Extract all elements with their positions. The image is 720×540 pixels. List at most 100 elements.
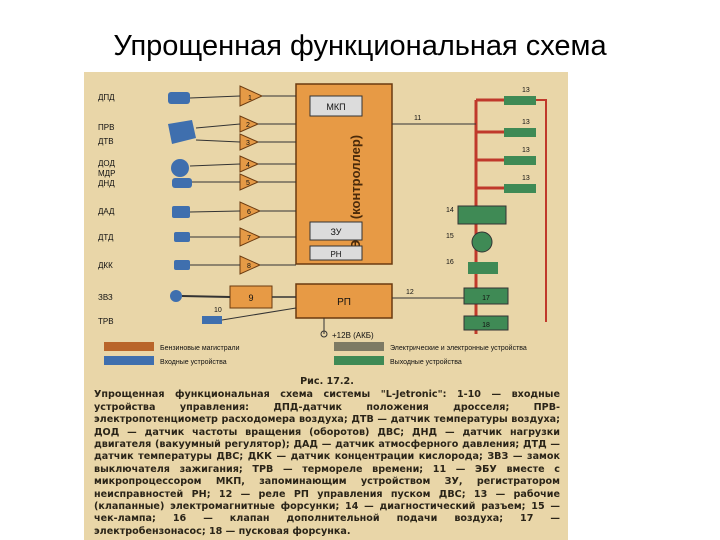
output-number: 17 — [482, 295, 490, 302]
channel-number: 2 — [246, 122, 250, 129]
signal-wire — [189, 163, 241, 167]
fuel-pump: 17 — [463, 287, 509, 305]
sensor-row: ДАД 6 — [98, 201, 296, 221]
sensor-icon — [174, 260, 190, 270]
legend-text: Электрические и электронные устройства — [390, 344, 527, 352]
injector: 13 — [504, 87, 536, 105]
channel-number: 4 — [246, 162, 250, 169]
signal-wire — [195, 123, 241, 129]
fuel-pump-icon — [463, 287, 509, 305]
rn-label: РН — [330, 250, 341, 259]
signal-wire — [181, 295, 231, 298]
signal-wire — [221, 307, 297, 321]
load-sensor-icon — [172, 178, 192, 188]
channel-number: 10 — [214, 307, 222, 314]
injector-icon — [504, 184, 536, 193]
output-number: 12 — [406, 289, 414, 296]
diagnostic-connector-icon — [457, 205, 507, 225]
sensor-label: ДПД — [98, 93, 115, 102]
controller-label: ЭБУ (контроллер) — [348, 135, 363, 249]
zu-label: ЗУ — [330, 227, 341, 237]
output-number: 18 — [482, 322, 490, 329]
sensor-row: ПРВ ДТВ 2 3 — [98, 115, 296, 151]
rn-block — [309, 245, 363, 261]
mkp-block — [309, 95, 363, 117]
injector-icon — [504, 128, 536, 137]
signal-wire — [195, 139, 241, 143]
sensor-label: ТРВ — [98, 317, 114, 326]
injector: 13 — [504, 147, 536, 165]
legend-text: Бензиновые магистрали — [160, 345, 240, 352]
battery-label: +12В (АКБ) — [332, 331, 374, 340]
legend-text: Входные устройства — [160, 358, 227, 366]
airflow-meter-icon — [168, 120, 196, 144]
zu-block — [309, 221, 363, 241]
signal-wire — [189, 210, 241, 213]
sensor-label: ЗВЗ — [98, 293, 113, 302]
channel-number: 5 — [246, 180, 250, 187]
zvz-relay-channel: 9 — [248, 293, 253, 303]
channel-number: 6 — [247, 209, 251, 216]
injector: 13 — [504, 119, 536, 137]
sensor-row: ДКК 8 — [98, 255, 296, 275]
sensor-row: ДТД 7 — [98, 227, 296, 247]
diagram-figure: МКП ЭБУ (контроллер) ЗУ РН РП 9 ДПД 1 ПР… — [84, 72, 568, 540]
channel-number: 1 — [248, 95, 252, 102]
legend-swatch — [104, 342, 154, 351]
injector-icon — [504, 156, 536, 165]
legend-text: Выходные устройства — [390, 358, 462, 366]
sensor-label: МДР — [98, 169, 115, 178]
check-lamp: 15 — [446, 231, 493, 253]
caption-title: Рис. 17.2. — [300, 376, 354, 387]
sensor-label: ДАД — [98, 207, 115, 216]
output-number: 13 — [522, 87, 530, 94]
mkp-label: МКП — [326, 102, 345, 112]
output-number: 15 — [446, 233, 454, 240]
sensor-row: ДОД МДР ДНД 4 5 — [98, 155, 296, 191]
output-number: 11 — [414, 115, 421, 122]
sensor-label: ДНД — [98, 179, 115, 188]
time-relay-icon — [202, 316, 222, 324]
start-injector: 18 — [463, 315, 509, 331]
functional-diagram: МКП ЭБУ (контроллер) ЗУ РН РП 9 ДПД 1 ПР… — [98, 83, 547, 366]
output-number: 14 — [446, 207, 454, 214]
slide-title: Упрощенная функциональная схема — [113, 30, 607, 62]
sensor-row: ДПД 1 — [98, 85, 296, 107]
sensor-label: ПРВ — [98, 123, 114, 132]
air-valve: 16 — [446, 259, 498, 274]
sensor-label: ДОД — [98, 159, 115, 168]
sensor-icon — [168, 92, 190, 104]
caption-body: Упрощенная функциональная схема системы … — [94, 389, 560, 537]
channel-number: 8 — [247, 263, 251, 270]
sensor-label: ДТВ — [98, 137, 114, 146]
start-injector-icon — [463, 315, 509, 331]
rp-block — [295, 283, 393, 319]
output-number: 16 — [446, 259, 454, 266]
output-number: 13 — [522, 119, 530, 126]
channel-number: 7 — [247, 235, 251, 242]
sensor-icon — [172, 206, 190, 218]
sensor-row: ЗВЗ — [98, 290, 231, 302]
output-number: 13 — [522, 147, 530, 154]
legend-swatch — [104, 356, 154, 365]
diagnostic-connector: 14 — [446, 205, 507, 225]
legend-swatch — [334, 342, 384, 351]
battery-terminal-icon — [320, 330, 328, 338]
signal-wire — [189, 95, 241, 99]
channel-number: 3 — [246, 140, 250, 147]
fuel-return-line — [536, 99, 547, 322]
legend-swatch — [334, 356, 384, 365]
check-lamp-icon — [471, 231, 493, 253]
sensor-row: ТРВ 10 — [98, 307, 297, 326]
sensor-label: ДТД — [98, 233, 114, 242]
rpm-sensor-icon — [171, 159, 189, 177]
sensor-label: ДКК — [98, 261, 113, 270]
rp-label: РП — [337, 297, 351, 308]
sensor-icon — [174, 232, 190, 242]
ignition-key-icon — [170, 290, 182, 302]
injector: 13 — [504, 175, 536, 193]
injector-icon — [504, 96, 536, 105]
figure-caption: Рис. 17.2. Упрощенная функциональная схе… — [94, 376, 560, 538]
air-valve-icon — [468, 262, 498, 274]
output-number: 13 — [522, 175, 530, 182]
